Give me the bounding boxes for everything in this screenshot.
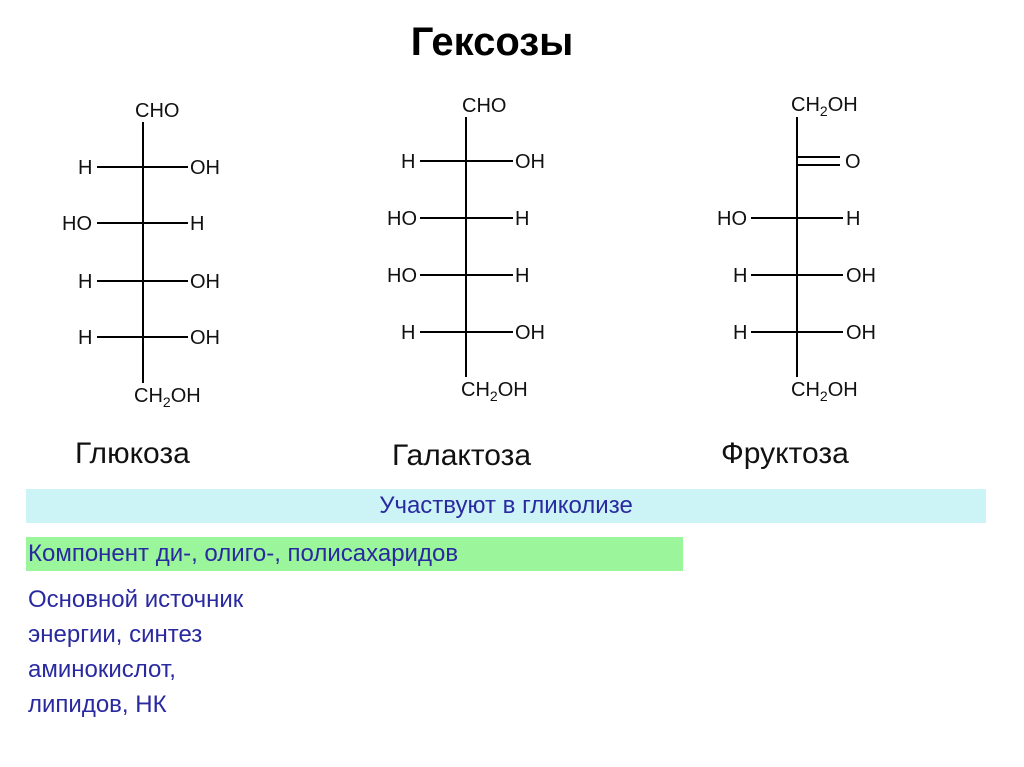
fructose-row-3-left: H — [733, 322, 747, 344]
galactose-row-3-left: HO — [387, 265, 417, 287]
galactose-row-1-left: H — [401, 151, 415, 173]
glucose-row-1-right: OH — [190, 157, 220, 179]
note-line: аминокислот, — [28, 656, 176, 683]
glucose-structure: CHO H OH HO H H OH H OH CH2OH — [62, 100, 220, 410]
glycolysis-band: Участвуют в гликолизе — [26, 489, 986, 523]
fructose-row-1-right: H — [846, 208, 860, 230]
fructose-row-1-left: HO — [717, 208, 747, 230]
glucose-row-1-left: H — [78, 157, 92, 179]
glucose-row-3-right: OH — [190, 271, 220, 293]
glucose-row-4-left: H — [78, 327, 92, 349]
fructose-name: Фруктоза — [721, 437, 849, 470]
glucose-row-2-right: H — [190, 213, 204, 235]
fructose-structure: CH2OH O HO H H OH H OH CH2OH — [717, 94, 876, 404]
note-line: липидов, НК — [28, 691, 167, 718]
fructose-bottom-group: CH2OH — [791, 379, 858, 404]
fructose-row-3-right: OH — [846, 322, 876, 344]
glucose-row-3-left: H — [78, 271, 92, 293]
fischer-projections: CHO H OH HO H H OH H OH CH2OH CHO H OH H… — [62, 94, 876, 410]
fructose-row-2-right: OH — [846, 265, 876, 287]
glucose-row-2-left: HO — [62, 213, 92, 235]
glucose-top-group: CHO — [135, 100, 179, 122]
polysaccharide-component-band: Компонент ди-, олиго-, полисахаридов — [26, 537, 683, 571]
note-line: энергии, синтез — [28, 621, 203, 648]
galactose-row-2-right: H — [515, 208, 529, 230]
slide-title: Гексозы — [410, 20, 574, 64]
galactose-row-2-left: HO — [387, 208, 417, 230]
energy-source-note: Основной источник энергии, синтез аминок… — [28, 582, 368, 722]
glucose-bottom-group: CH2OH — [134, 385, 201, 410]
galactose-row-4-left: H — [401, 322, 415, 344]
galactose-row-1-right: OH — [515, 151, 545, 173]
fructose-carbonyl-oxygen: O — [845, 151, 861, 173]
galactose-name: Галактоза — [392, 439, 532, 472]
galactose-row-3-right: H — [515, 265, 529, 287]
fructose-row-2-left: H — [733, 265, 747, 287]
glucose-row-4-right: OH — [190, 327, 220, 349]
galactose-structure: CHO H OH HO H HO H H OH CH2OH — [387, 95, 545, 404]
galactose-bottom-group: CH2OH — [461, 379, 528, 404]
note-line: Основной источник — [28, 586, 244, 613]
fructose-top-group: CH2OH — [791, 94, 858, 119]
galactose-row-4-right: OH — [515, 322, 545, 344]
galactose-top-group: CHO — [462, 95, 506, 117]
glucose-name: Глюкоза — [75, 437, 190, 470]
